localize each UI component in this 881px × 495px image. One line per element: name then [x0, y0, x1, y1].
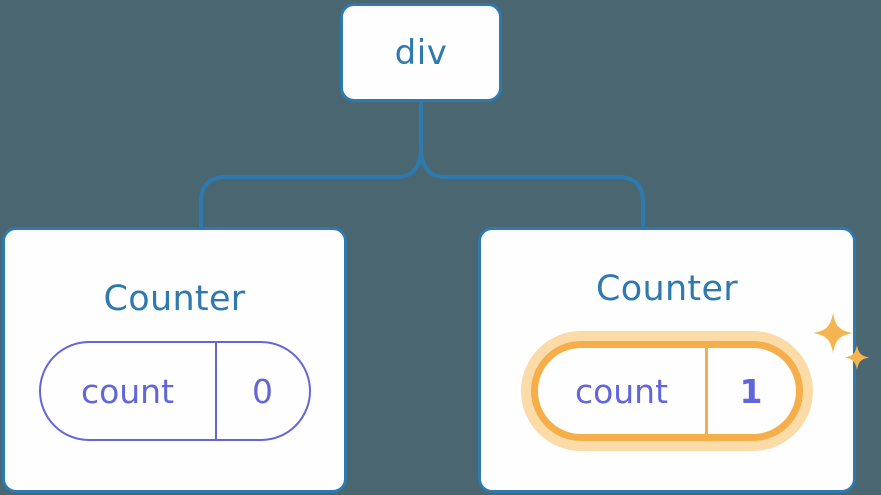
state-pill-right-key-cell: count — [538, 348, 708, 434]
state-pill-right-value-cell: 1 — [708, 348, 794, 434]
node-counter-left[interactable]: Counter count 0 — [2, 227, 347, 493]
node-div[interactable]: div — [340, 3, 502, 102]
node-div-label: div — [394, 32, 448, 73]
state-pill-left[interactable]: count 0 — [38, 341, 311, 441]
state-pill-left-wrap: count 0 — [38, 341, 311, 441]
connector-branch-right — [419, 147, 645, 229]
state-key-label: count — [574, 371, 669, 411]
state-pill-right-wrap: count 1 — [521, 313, 870, 451]
node-counter-right-title: Counter — [596, 269, 738, 309]
sparkle-large-icon — [813, 313, 853, 353]
state-pill-left-key-cell: count — [41, 343, 217, 439]
state-value-label: 1 — [739, 371, 763, 411]
state-pill-right-highlight: count 1 — [521, 331, 813, 451]
connector-branch-left — [199, 147, 423, 229]
state-value-label: 0 — [252, 371, 273, 411]
node-counter-right[interactable]: Counter count 1 — [478, 227, 870, 493]
state-pill-right[interactable]: count 1 — [531, 341, 803, 441]
state-pill-left-value-cell: 0 — [217, 343, 309, 439]
node-counter-left-title: Counter — [103, 279, 246, 319]
state-key-label: count — [80, 371, 175, 411]
